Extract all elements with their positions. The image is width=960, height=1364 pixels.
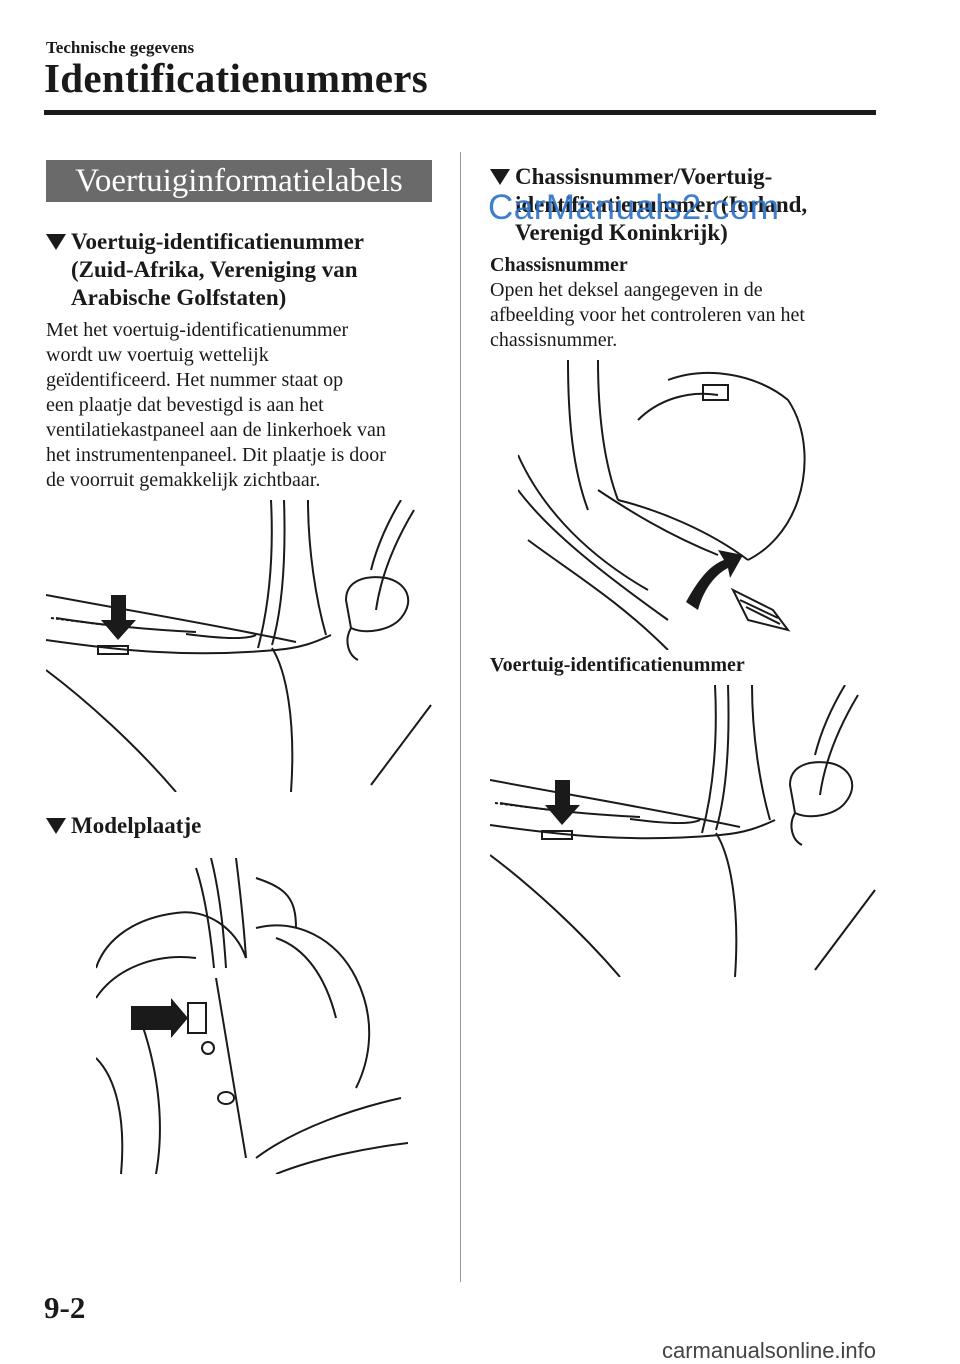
model-plate-illustration — [96, 858, 408, 1174]
column-divider — [460, 152, 461, 1282]
triangle-bullet-icon — [46, 234, 66, 250]
footer-site: carmanualsonline.info — [662, 1338, 877, 1363]
model-plate-heading: Modelplaatje — [46, 812, 346, 842]
title-rule — [44, 110, 876, 115]
page-number: 9-2 — [44, 1290, 86, 1325]
chassis-heading: Chassisnummer/Voertuig- identificatienum… — [490, 163, 890, 249]
section-banner: Voertuiginformatielabels — [46, 160, 432, 202]
dashboard-vin-illustration — [46, 500, 432, 792]
section-label: Technische gegevens — [46, 38, 195, 57]
model-plate-heading-text: Modelplaatje — [71, 813, 202, 838]
chassis-cover-illustration — [518, 360, 806, 650]
triangle-bullet-icon — [46, 818, 66, 834]
chassis-body: Open het deksel aangegeven in de afbeeld… — [490, 279, 805, 351]
vin-heading-text: Voertuig-identificatienummer (Zuid-Afrik… — [71, 229, 364, 310]
vin-heading: Voertuig-identificatienummer (Zuid-Afrik… — [46, 228, 446, 314]
vin-body: Met het voertuig-identificatienummer wor… — [46, 319, 386, 491]
chassis-heading-text: Chassisnummer/Voertuig- identificatienum… — [515, 164, 808, 245]
triangle-bullet-icon — [490, 169, 510, 185]
page-title: Identificatienummers — [44, 55, 429, 101]
watermark: CarManuals2.com — [488, 188, 780, 227]
chassis-label: Chassisnummer — [490, 254, 628, 276]
dashboard-vin-illustration-right — [490, 685, 876, 977]
vin-caption: Voertuig-identificatienummer — [490, 654, 745, 676]
